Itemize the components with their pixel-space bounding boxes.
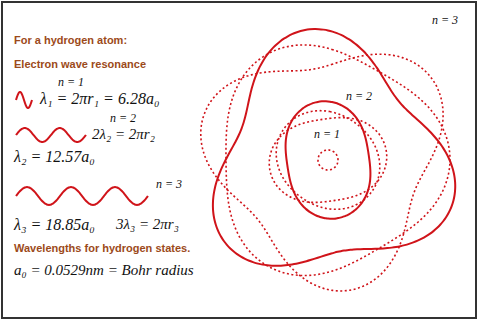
wavelength-formula: λ₂ = 12.57a₀: [14, 148, 95, 166]
dotted-orbit: [276, 111, 380, 210]
wave-curve: [16, 92, 32, 108]
subtitle-text: Electron wave resonance: [14, 58, 146, 71]
solid-orbit: [213, 29, 455, 266]
orbit-group: [201, 29, 455, 291]
dotted-orbit: [201, 54, 443, 291]
state-label: n = 3: [156, 178, 182, 192]
wave-curve: [16, 128, 86, 142]
wave-curve: [16, 187, 148, 205]
wavelength-formula: λ₃ = 18.85a₀: [14, 216, 95, 234]
title-text: For a hydrogen atom:: [14, 34, 127, 47]
frame-border: [2, 2, 476, 318]
resonance-formula: 3λ₃ = 2πr₃: [116, 216, 179, 233]
dotted-orbit: [269, 118, 386, 203]
state-label: n = 1: [58, 76, 84, 90]
dotted-orbit: [318, 150, 338, 170]
caption-text: Wavelengths for hydrogen states.: [14, 242, 190, 255]
solid-orbit: [286, 101, 371, 218]
resonance-formula: 2λ₂ = 2πr₂: [92, 126, 155, 143]
wavelength-formula: λ₁ = 2πr₁ = 6.28a₀: [40, 90, 159, 108]
orbit-label: n = 2: [346, 90, 372, 104]
dotted-orbit: [226, 45, 450, 276]
state-label: n = 2: [110, 112, 136, 126]
orbit-label: n = 1: [314, 128, 340, 142]
bohr-radius-note: a₀ = 0.0529nm = Bohr radius: [14, 262, 194, 279]
orbit-label: n = 3: [432, 14, 458, 28]
